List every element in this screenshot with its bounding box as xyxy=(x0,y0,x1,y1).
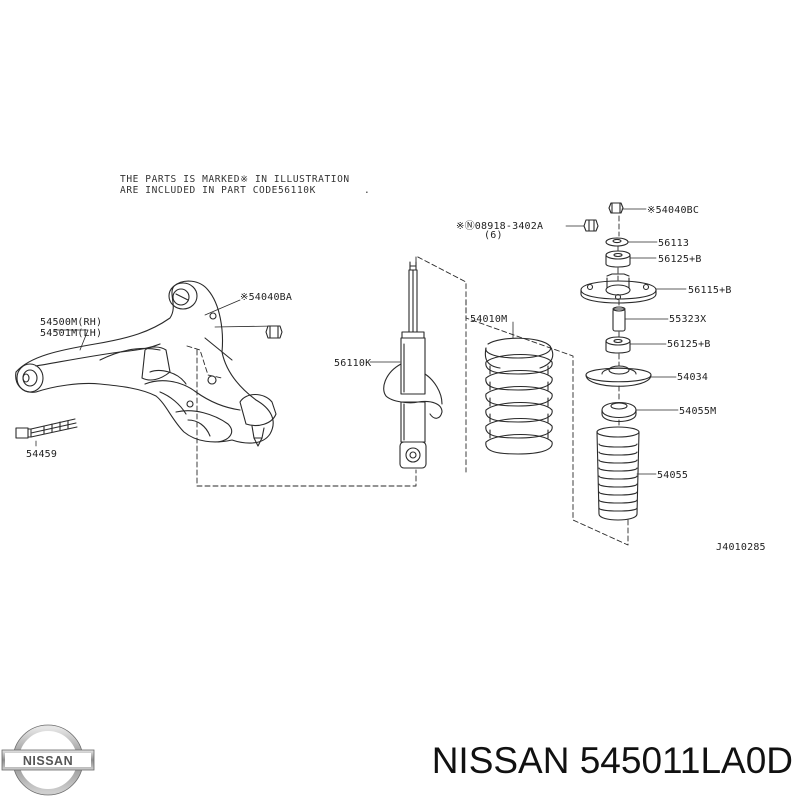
label-54055m: 54055M xyxy=(679,406,716,417)
note-dot: . xyxy=(364,185,370,196)
nissan-logo-text: NISSAN xyxy=(23,754,73,768)
washer-56113 xyxy=(605,237,629,247)
bump-stop-54055m xyxy=(601,401,637,423)
label-54040bc: ※54040BC xyxy=(647,205,699,216)
nut-54040bc xyxy=(608,202,624,214)
spring-seat-54034 xyxy=(585,365,652,387)
note-line-2: ARE INCLUDED IN PART CODE56110K xyxy=(120,185,316,196)
bushing-56125-top xyxy=(605,250,631,268)
shock-absorber-56110k xyxy=(383,261,443,469)
mount-56115 xyxy=(580,273,657,304)
bolt-54459 xyxy=(15,418,78,439)
coil-spring-54010m xyxy=(484,337,554,455)
note-line-1: THE PARTS IS MARKED※ IN ILLUSTRATION xyxy=(120,174,350,185)
label-54040ba: ※54040BA xyxy=(240,292,292,303)
diagram-code: J4010285 xyxy=(716,542,766,553)
label-56113: 56113 xyxy=(658,238,689,249)
label-56125-mid: 56125+B xyxy=(667,339,711,350)
label-54010m: 54010M xyxy=(470,314,507,325)
collar-55323x xyxy=(612,306,626,332)
nissan-logo: NISSAN xyxy=(1,724,95,796)
lower-control-arm xyxy=(15,280,277,447)
label-54055: 54055 xyxy=(657,470,688,481)
bushing-56125-mid xyxy=(605,336,631,354)
label-08918-qty: (6) xyxy=(484,230,503,241)
label-54501m: 54501M(LH) xyxy=(40,328,102,339)
label-56110k: 56110K xyxy=(334,358,371,369)
dust-boot-54055 xyxy=(596,426,640,521)
leader-lines xyxy=(35,208,687,475)
label-54034: 54034 xyxy=(677,372,708,383)
label-56125-top: 56125+B xyxy=(658,254,702,265)
label-56115: 56115+B xyxy=(688,285,732,296)
label-08918-3402a: ※Ⓝ08918-3402A xyxy=(456,220,543,232)
nut-54040ba xyxy=(265,325,283,339)
label-54500m: 54500M(RH) xyxy=(40,317,102,328)
label-54459: 54459 xyxy=(26,449,57,460)
part-title: NISSAN 545011LA0D xyxy=(431,740,793,781)
bolt-08918-3402a xyxy=(583,219,599,232)
label-55323x: 55323X xyxy=(669,314,706,325)
assembly-lines xyxy=(186,215,629,546)
